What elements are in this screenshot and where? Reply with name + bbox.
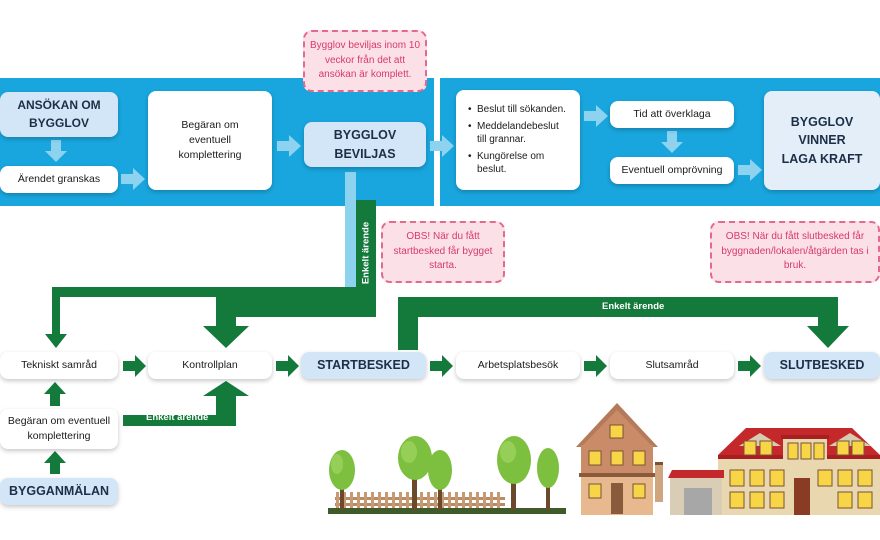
- slutbesked-note: OBS! När du fått slutbesked får byggnade…: [710, 221, 880, 283]
- beviljas-light-stem: [345, 172, 356, 292]
- ansokan-label: ANSÖKAN OM BYGGLOV: [17, 98, 101, 130]
- top-band-arrows: [45, 105, 762, 190]
- large-building-icon: [668, 428, 880, 515]
- bygganmalan-box: BYGGANMÄLAN: [0, 478, 118, 505]
- arrow-tekniskt-to-kontrollplan: [123, 355, 146, 377]
- arrow-omprovning-to-lagakraft: [738, 159, 762, 181]
- slutbesked-note-text: OBS! När du fått slutbesked får byggnade…: [721, 231, 869, 272]
- tekniskt-label: Tekniskt samråd: [21, 358, 97, 371]
- startbesked-box: STARTBESKED: [301, 352, 426, 379]
- arrow-begaran-to-kontrollplan: [123, 381, 249, 426]
- arrow-kontrollplan-to-startbesked: [276, 355, 299, 377]
- arrow-startbesked-to-arbetsplats: [430, 355, 453, 377]
- tree-icon: [428, 450, 452, 510]
- omprovning-label: Eventuell omprövning: [621, 163, 723, 176]
- arrow-bygganmalan-to-begaran: [44, 451, 66, 474]
- arrow-startbesked-to-slutbesked: [398, 297, 849, 350]
- fence-illustration: [328, 492, 566, 514]
- slutsamrad-label: Slutsamråd: [645, 358, 699, 371]
- tree-icon: [497, 436, 531, 510]
- arrow-slutsamrad-to-slutbesked: [738, 355, 761, 377]
- slutbesked-box: SLUTBESKED: [764, 352, 880, 379]
- kontrollplan-box: Kontrollplan: [148, 352, 272, 379]
- beviljas-label: BYGGLOV BEVILJAS: [333, 128, 397, 161]
- bygglov-laga-kraft-box: BYGGLOV VINNER LAGA KRAFT: [764, 91, 880, 190]
- beviljas-note-text: Bygglov beviljas inom 10 veckor från det…: [309, 40, 421, 81]
- startbesked-label: STARTBESKED: [317, 358, 410, 373]
- arrow-beviljas-to-beslut: [430, 135, 454, 157]
- slutsamrad-box: Slutsamråd: [610, 352, 734, 379]
- beslut-box: Beslut till sökanden. Meddelandebeslut t…: [456, 90, 580, 190]
- arrow-enkelt-to-kontrollplan: [203, 200, 376, 348]
- ansokan-om-bygglov-box: ANSÖKAN OM BYGGLOV: [0, 92, 118, 137]
- arbetsplatsbesok-box: Arbetsplatsbesök: [456, 352, 580, 379]
- startbesked-note: OBS! När du fått startbesked får bygget …: [381, 221, 505, 283]
- startbesked-note-text: OBS! När du fått startbesked får bygget …: [393, 231, 493, 272]
- laga-kraft-label: BYGGLOV VINNER LAGA KRAFT: [781, 115, 863, 166]
- overklaga-label: Tid att överklaga: [633, 107, 711, 120]
- arrow-arbetsplats-to-slutsamrad: [584, 355, 607, 377]
- tid-att-overklaga-box: Tid att överklaga: [610, 101, 734, 128]
- beslut-item: Meddelandebeslut till grannar.: [468, 120, 568, 147]
- bygganmalan-label: BYGGANMÄLAN: [9, 484, 109, 499]
- tree-icon: [329, 450, 355, 510]
- arendet-label: Ärendet granskas: [17, 172, 101, 185]
- begaran-bottom-box: Begäran om eventuell komplettering: [0, 409, 118, 449]
- arrow-ansokan-to-arendet: [45, 140, 67, 162]
- tree-icon: [398, 436, 432, 510]
- beslut-item: Kungörelse om beslut.: [468, 150, 568, 177]
- arrow-begaran-to-beviljas: [277, 135, 301, 157]
- kontrollplan-label: Kontrollplan: [182, 358, 238, 371]
- arrow-beslut-to-overklaga: [584, 105, 608, 127]
- begaran-top-box: Begäran om eventuell komplettering: [148, 91, 272, 190]
- enkelt-arende-top-label: Enkelt ärende: [602, 301, 665, 312]
- beslut-item: Beslut till sökanden.: [468, 103, 568, 117]
- arrow-begaran-to-tekniskt: [44, 382, 66, 406]
- beviljas-note: Bygglov beviljas inom 10 veckor från det…: [303, 30, 427, 92]
- tree-icon: [537, 448, 559, 510]
- slutbesked-label: SLUTBESKED: [779, 358, 865, 373]
- arendet-granskas-box: Ärendet granskas: [0, 166, 118, 193]
- arrow-overklaga-to-omprovning: [661, 131, 683, 153]
- bygglov-beviljas-box: BYGGLOV BEVILJAS: [304, 122, 426, 167]
- begaran-top-label: Begäran om eventuell komplettering: [178, 118, 242, 162]
- eventuell-omprovning-box: Eventuell omprövning: [610, 157, 734, 184]
- arrow-to-tekniskt: [45, 287, 356, 348]
- arrow-arendet-to-begaran: [121, 168, 145, 190]
- begaran-bottom-label: Begäran om eventuell komplettering: [7, 414, 111, 442]
- enkelt-arende-bottom-label: Enkelt ärende: [146, 412, 209, 423]
- tekniskt-samrad-box: Tekniskt samråd: [0, 352, 118, 379]
- beslut-list: Beslut till sökanden. Meddelandebeslut t…: [460, 100, 576, 180]
- small-house-icon: [576, 403, 663, 515]
- arbetsplats-label: Arbetsplatsbesök: [477, 358, 559, 371]
